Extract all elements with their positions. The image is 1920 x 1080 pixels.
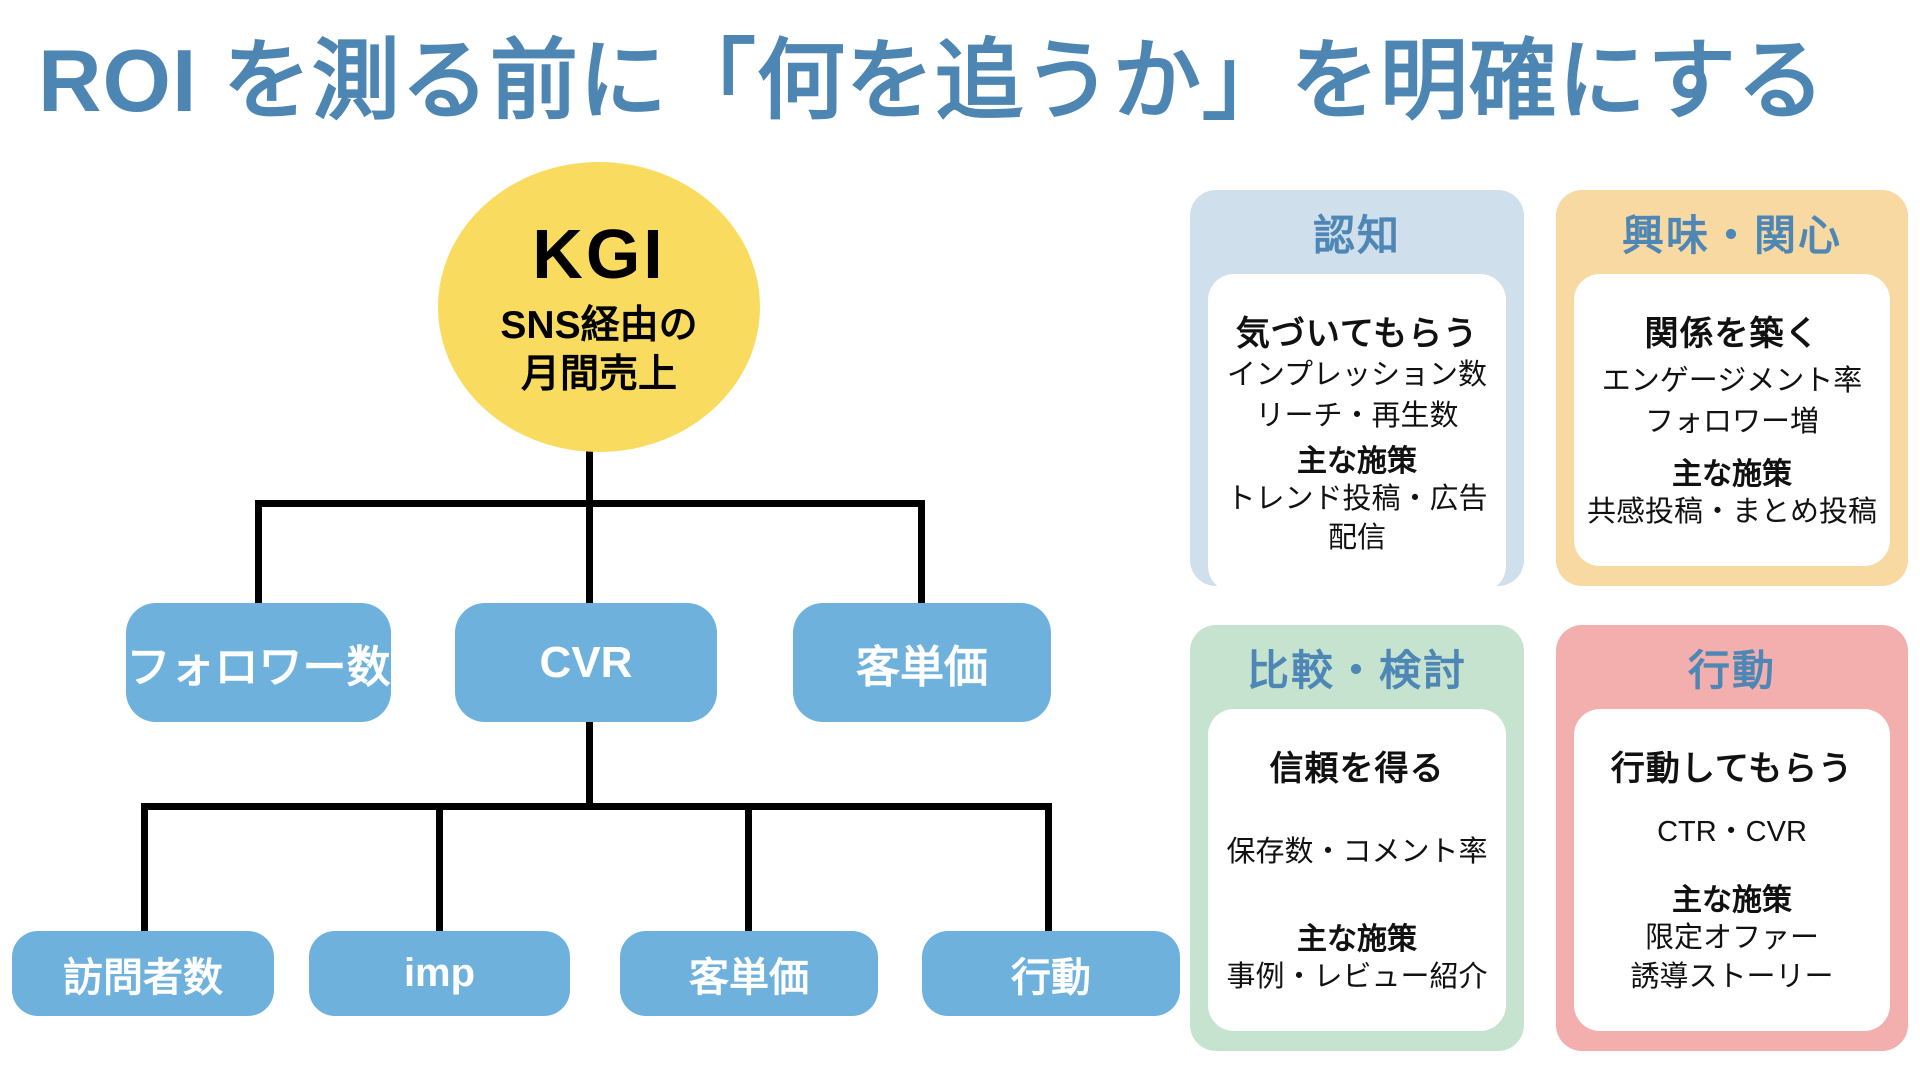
funnel-card-consideration: 比較・検討 信頼を得る 保存数・コメント率 主な施策 事例・レビュー紹介	[1190, 625, 1524, 1051]
funnel-card-body: 信頼を得る 保存数・コメント率 主な施策 事例・レビュー紹介	[1208, 709, 1506, 1031]
funnel-card-body: 気づいてもらう インプレッション数 リーチ・再生数 主な施策 トレンド投稿・広告…	[1208, 274, 1506, 593]
funnel-card-title: 行動	[1687, 646, 1776, 694]
connector-root-drop	[586, 450, 593, 507]
funnel-card-metrics: インプレッション数 リーチ・再生数	[1227, 355, 1487, 436]
tree-node-aov-2: 客単価	[620, 931, 878, 1016]
kgi-root-subtitle: SNS経由の 月間売上	[500, 302, 697, 400]
action-line: 限定オファー	[1644, 921, 1819, 954]
action-line: 誘導ストーリー	[1630, 960, 1834, 993]
funnel-card-actions: 限定オファー 誘導ストーリー	[1630, 919, 1833, 997]
metric-line: フォロワー増	[1644, 405, 1819, 438]
funnel-card-title: 認知	[1312, 211, 1401, 259]
tree-node-imp: imp	[309, 931, 570, 1016]
funnel-card-body: 関係を築く エンゲージメント率 フォロワー増 主な施策 共感投稿・まとめ投稿	[1574, 274, 1890, 566]
funnel-card-body: 行動してもらう CTR・CVR 主な施策 限定オファー 誘導ストーリー	[1574, 709, 1890, 1031]
funnel-card-metrics: CTR・CVR	[1657, 790, 1807, 875]
funnel-card-actions: 共感投稿・まとめ投稿	[1587, 493, 1877, 532]
connector-level1-drop-1	[255, 500, 262, 610]
tree-node-cvr: CVR	[455, 603, 717, 722]
funnel-card-interest: 興味・関心 関係を築く エンゲージメント率 フォロワー増 主な施策 共感投稿・ま…	[1556, 190, 1908, 586]
funnel-card-title: 興味・関心	[1621, 211, 1842, 259]
tree-node-followers: フォロワー数	[126, 603, 391, 722]
connector-level2-bar	[141, 803, 1052, 810]
metric-line: リーチ・再生数	[1255, 399, 1459, 432]
funnel-card-goal: 行動してもらう	[1610, 750, 1854, 788]
funnel-card-awareness: 認知 気づいてもらう インプレッション数 リーチ・再生数 主な施策 トレンド投稿…	[1190, 190, 1524, 593]
metric-line: エンゲージメント率	[1601, 365, 1863, 398]
kgi-root-subtitle-line2: 月間売上	[520, 353, 677, 396]
funnel-card-actions-label: 主な施策	[1672, 883, 1792, 917]
metric-line: 保存数・コメント率	[1226, 835, 1488, 868]
connector-level1-drop-2	[586, 500, 593, 610]
tree-node-visitors: 訪問者数	[12, 931, 274, 1016]
funnel-card-goal: 気づいてもらう	[1235, 315, 1479, 353]
funnel-card-actions-label: 主な施策	[1297, 922, 1417, 956]
metric-line: CTR・CVR	[1657, 816, 1807, 849]
connector-level2-drop-1	[141, 803, 148, 938]
funnel-card-actions-label: 主な施策	[1297, 445, 1417, 479]
action-line: 共感投稿・まとめ投稿	[1586, 495, 1877, 528]
connector-level2-drop-4	[1045, 803, 1052, 938]
page-title: ROI を測る前に「何を追うか」を明確にする	[38, 31, 1826, 130]
funnel-card-actions: 事例・レビュー紹介	[1226, 958, 1487, 997]
connector-cvr-drop	[586, 718, 593, 810]
funnel-card-actions: トレンド投稿・広告配信	[1220, 480, 1494, 558]
metric-line: インプレッション数	[1226, 359, 1488, 391]
funnel-card-title: 比較・検討	[1246, 646, 1467, 694]
action-line: トレンド投稿・広告配信	[1226, 483, 1488, 555]
kgi-root-subtitle-line1: SNS経由の	[500, 304, 698, 348]
kgi-root-node: KGI SNS経由の 月間売上	[438, 162, 760, 452]
tree-node-aov: 客単価	[793, 603, 1051, 722]
connector-level1-drop-3	[918, 500, 925, 610]
funnel-card-metrics: エンゲージメント率 フォロワー増	[1602, 355, 1862, 449]
action-line: 事例・レビュー紹介	[1226, 960, 1488, 993]
connector-level2-drop-3	[745, 803, 752, 938]
funnel-card-metrics: 保存数・コメント率	[1226, 790, 1487, 914]
funnel-card-goal: 信頼を得る	[1269, 750, 1445, 788]
kgi-root-label: KGI	[532, 215, 666, 294]
funnel-card-action: 行動 行動してもらう CTR・CVR 主な施策 限定オファー 誘導ストーリー	[1556, 625, 1908, 1051]
tree-node-action: 行動	[922, 931, 1180, 1016]
funnel-card-goal: 関係を築く	[1644, 315, 1820, 353]
connector-level2-drop-2	[436, 803, 443, 938]
funnel-card-actions-label: 主な施策	[1672, 457, 1792, 491]
